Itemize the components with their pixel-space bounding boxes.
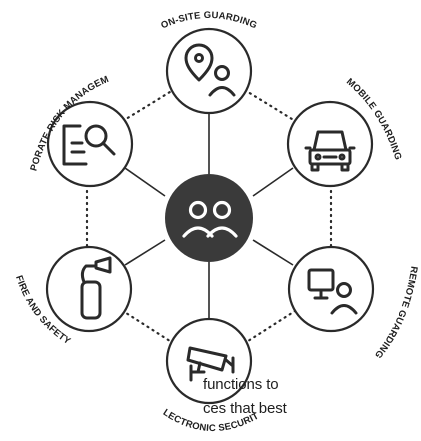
cctv-camera-icon [186, 346, 235, 382]
node-corporate-risk-management [46, 100, 134, 188]
group-people-icon [182, 200, 238, 238]
node-remote-guarding [287, 245, 375, 333]
monitor-person-icon [307, 268, 358, 315]
location-person-icon [184, 43, 236, 97]
spoke-line [124, 239, 166, 266]
node-electronic-security [165, 317, 253, 405]
node-mobile-guarding [286, 100, 374, 188]
spokes [124, 113, 294, 321]
center-hub [165, 174, 253, 262]
caption-line-2: ces that best [203, 400, 287, 417]
fire-extinguisher-icon [80, 256, 112, 320]
label-remote-guarding: REMOTE GUARDING [372, 265, 419, 360]
caption-line-1: functions to [203, 376, 279, 393]
spoke-line [252, 167, 294, 197]
node-fire-and-safety [45, 245, 133, 333]
spoke-line [252, 239, 294, 266]
node-onsite-guarding [165, 27, 253, 115]
car-icon [304, 130, 356, 172]
document-search-icon [62, 124, 116, 166]
spoke-line [124, 167, 166, 197]
